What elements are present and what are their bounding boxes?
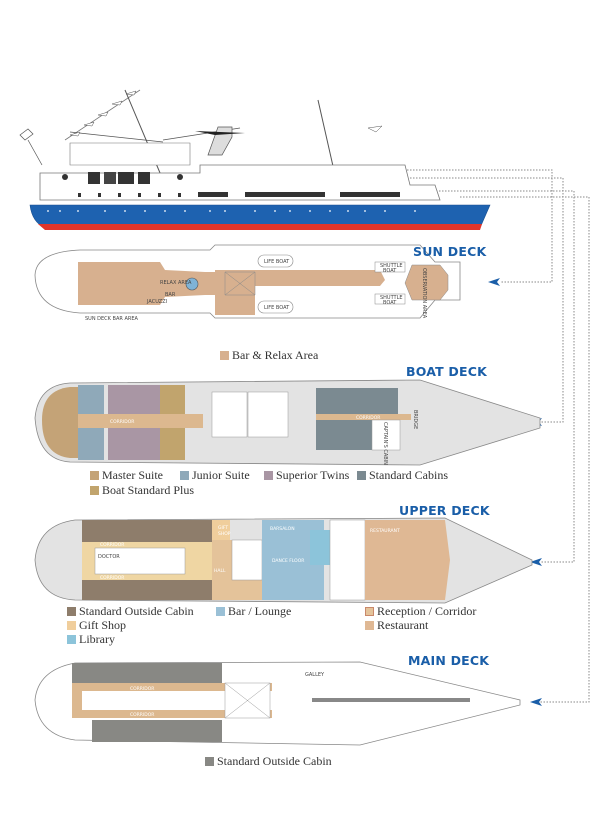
legend-swatch xyxy=(365,621,374,630)
observation-area xyxy=(404,264,449,301)
legend-label: Restaurant xyxy=(377,618,429,632)
legend-swatch xyxy=(216,607,225,616)
legend-item-standard-cabins: Standard Cabins xyxy=(357,468,448,483)
library-zone xyxy=(310,530,330,565)
boat-deck-plan: CORRIDOR CORRIDOR BRIDGE CAPTAIN'S CABIN xyxy=(34,379,541,466)
dance-floor-label: DANCE FLOOR xyxy=(272,558,304,564)
shuttle-boat-bottom-label-2: BOAT xyxy=(383,300,397,306)
legend-label: Reception / Corridor xyxy=(377,604,477,618)
legend-label: Superior Twins xyxy=(276,468,350,482)
standard-outside-cabins-upper-top xyxy=(82,520,212,542)
legend-label: Standard Outside Cabin xyxy=(79,604,194,618)
legend-item-junior-suite: Junior Suite xyxy=(180,468,250,483)
gift-shop-zone xyxy=(212,520,230,540)
arrow-sun xyxy=(488,278,500,286)
legend-item-library: Library xyxy=(67,632,115,647)
legend-label: Master Suite xyxy=(102,468,163,482)
guide-lines xyxy=(407,169,590,703)
doctor-label: DOCTOR xyxy=(98,554,120,560)
legend-swatch xyxy=(67,607,76,616)
shuttle-boat-bottom-label: SHUTTLE xyxy=(380,295,403,301)
legend-swatch xyxy=(90,486,99,495)
legend-label: Standard Outside Cabin xyxy=(217,754,332,768)
main-corridor-top-label: CORRIDOR xyxy=(130,686,154,692)
legend-item-standard-outside-cabin-upper: Standard Outside Cabin xyxy=(67,604,194,619)
deck-arrows xyxy=(488,278,542,706)
main-corridor-bottom-label: CORRIDOR xyxy=(130,712,154,718)
galley-label: GALLEY xyxy=(305,672,325,678)
legend-item-gift-shop: Gift Shop xyxy=(67,618,126,633)
captains-cabin-label: CAPTAIN'S CABIN xyxy=(382,422,388,465)
legend-label: Library xyxy=(79,632,115,646)
relax-area-label: RELAX AREA xyxy=(160,280,192,286)
guide-line-upper xyxy=(418,190,575,563)
restaurant-zone xyxy=(365,520,450,600)
upper-corridor-top-label: CORRIDOR xyxy=(100,542,124,548)
legend-item-standard-outside-cabin-main: Standard Outside Cabin xyxy=(205,754,332,769)
legend-label: Gift Shop xyxy=(79,618,127,632)
legend-label: Junior Suite xyxy=(192,468,250,482)
legend-swatch xyxy=(90,471,99,480)
upper-corridor-bottom-label: CORRIDOR xyxy=(100,575,124,581)
legend-swatch xyxy=(220,351,229,360)
main-deck-plan: CORRIDOR CORRIDOR GALLEY xyxy=(34,661,521,746)
sun-deck-title: SUN DECK xyxy=(413,244,487,259)
standard-outside-cabins-upper-bottom xyxy=(82,580,212,600)
boat-corridor-aft xyxy=(78,414,203,428)
main-corridor-top xyxy=(72,683,272,691)
barsalon-label: BARSALON xyxy=(270,526,295,532)
upper-deck-plan: GIFT SHOP CORRIDOR CORRIDOR DOCTOR HALL … xyxy=(34,517,533,604)
standard-outside-cabins-main-bottom xyxy=(92,720,222,742)
legend-item-bar-lounge: Bar / Lounge xyxy=(216,604,291,619)
hall-label: HALL xyxy=(214,568,226,574)
upper-deck-title: UPPER DECK xyxy=(399,503,490,518)
legend-swatch xyxy=(67,635,76,644)
gift-shop-label-2: SHOP xyxy=(218,531,231,537)
guide-line-boat xyxy=(407,177,564,423)
legend-swatch xyxy=(264,471,273,480)
bridge-label: BRIDGE xyxy=(412,410,418,429)
legend-item-superior-twins: Superior Twins xyxy=(264,468,349,483)
legend-swatch xyxy=(180,471,189,480)
guide-line-sun xyxy=(407,169,553,283)
observation-area-label: OBSERVATION AREA xyxy=(421,268,427,319)
shuttle-boat-top-label-2: BOAT xyxy=(383,268,397,274)
main-corridor-bottom xyxy=(72,710,272,718)
sun-deck-plan: RELAX AREA JACUZZI BAR SUN DECK BAR AREA… xyxy=(34,244,461,322)
ship-profile xyxy=(19,89,491,230)
legend-label: Standard Cabins xyxy=(369,468,448,482)
life-boat-bottom-label: LIFE BOAT xyxy=(264,305,290,311)
restaurant-label: RESTAURANT xyxy=(370,528,400,534)
legend-label: Bar & Relax Area xyxy=(232,348,319,362)
legend-swatch xyxy=(365,607,374,616)
gift-shop-label: GIFT xyxy=(218,525,228,531)
boat-corridor-fwd-label: CORRIDOR xyxy=(356,415,380,421)
legend-item-reception-corridor: Reception / Corridor xyxy=(365,604,476,619)
bar-label: BAR xyxy=(165,292,176,298)
main-deck-title: MAIN DECK xyxy=(408,653,490,668)
life-boat-top-label: LIFE BOAT xyxy=(264,259,290,265)
legend-swatch xyxy=(67,621,76,630)
boat-corridor-aft-label: CORRIDOR xyxy=(110,419,134,425)
legend-swatch xyxy=(357,471,366,480)
guide-line-main xyxy=(460,196,590,703)
sun-deck-bar-area-label: SUN DECK BAR AREA xyxy=(85,316,138,322)
boat-corridor-fwd xyxy=(316,414,411,420)
legend-item-bar-relax: Bar & Relax Area xyxy=(220,348,318,363)
legend-label: Boat Standard Plus xyxy=(102,483,194,497)
legend-item-master-suite: Master Suite xyxy=(90,468,163,483)
legend-label: Bar / Lounge xyxy=(228,604,292,618)
legend-item-boat-standard-plus: Boat Standard Plus xyxy=(90,483,194,498)
arrow-main xyxy=(530,698,542,706)
master-suite-zone xyxy=(42,387,78,458)
legend-swatch xyxy=(205,757,214,766)
arrow-upper xyxy=(530,558,542,566)
boat-deck-title: BOAT DECK xyxy=(406,364,487,379)
standard-outside-cabins-main-top xyxy=(72,663,222,683)
jacuzzi-label: JACUZZI xyxy=(146,299,167,305)
shuttle-boat-top-label: SHUTTLE xyxy=(380,263,403,269)
jacuzzi-icon xyxy=(185,277,199,291)
legend-item-restaurant: Restaurant xyxy=(365,618,428,633)
